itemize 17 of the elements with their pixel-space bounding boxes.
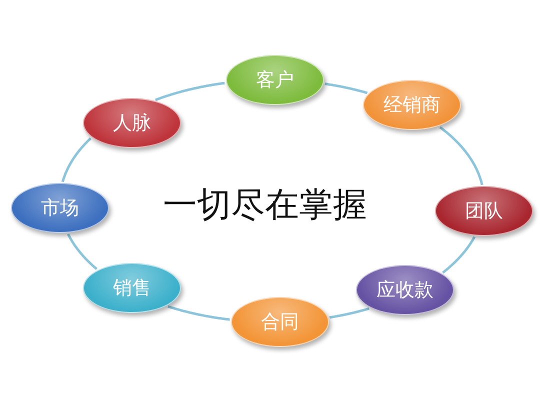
ring-connector bbox=[61, 137, 92, 183]
ring-connector bbox=[329, 307, 370, 319]
ring-connector bbox=[442, 236, 476, 274]
ring-connector bbox=[439, 126, 484, 186]
ring-connector bbox=[154, 82, 226, 102]
ring-connector bbox=[167, 305, 230, 321]
ring-connector bbox=[66, 233, 98, 270]
ellipse-node: 合同 bbox=[231, 297, 329, 347]
ring-connector bbox=[324, 82, 368, 94]
ellipse-node: 经销商 bbox=[363, 80, 461, 130]
ellipse-node: 应收款 bbox=[356, 265, 454, 315]
center-title: 一切尽在掌握 bbox=[163, 184, 367, 227]
ellipse-node: 团队 bbox=[435, 186, 533, 236]
ellipse-node: 客户 bbox=[226, 55, 324, 105]
ellipse-node: 人脉 bbox=[83, 98, 181, 148]
ellipse-node: 市场 bbox=[11, 183, 109, 233]
ellipse-node: 销售 bbox=[83, 263, 181, 313]
